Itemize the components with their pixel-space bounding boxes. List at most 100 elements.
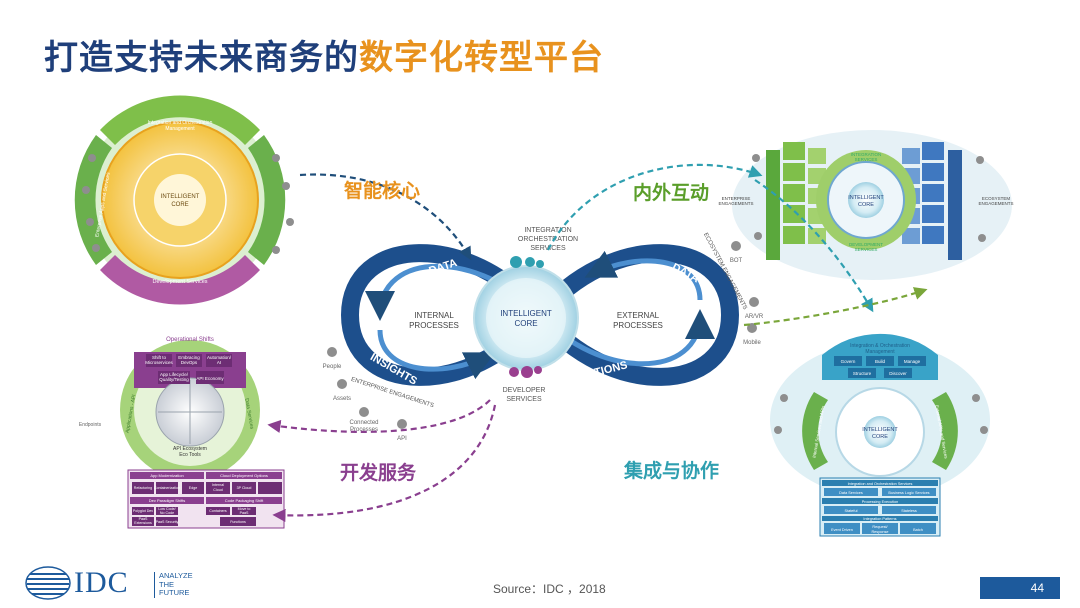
- loop-top-l2: ORCHESTRATION: [518, 236, 578, 243]
- source-note: Source：IDC ，2018: [493, 582, 606, 596]
- arvr-label: AR/VR: [745, 314, 764, 320]
- assets-label: Assets: [333, 396, 351, 402]
- br-row-8-l2: Response: [871, 530, 888, 534]
- tl-right-band: [248, 135, 286, 265]
- idc-brand: IDC: [74, 566, 129, 599]
- people-label: People: [323, 364, 342, 370]
- tl-core-l1: INTELLIGENT: [161, 194, 200, 200]
- br-row-1: Data Services: [839, 491, 863, 495]
- bl-cell-0: Refactoring: [134, 486, 152, 490]
- br-chip-0: Govern: [841, 359, 856, 364]
- tl-side-icons: [82, 154, 294, 254]
- connected-processes-icon: [359, 407, 369, 417]
- tr-left-l2: ENGAGEMENTS: [718, 201, 753, 206]
- bl-row0-right: Cloud Deployment Options: [220, 473, 268, 478]
- loop-core-l1: INTELLIGENT: [500, 309, 552, 318]
- br-row-8-l1: Request/: [872, 525, 888, 529]
- bl-chip-3-l1: App Lifecycle/: [160, 372, 189, 377]
- br-top-l2: Management: [865, 349, 895, 355]
- tr-core-l2: CORE: [858, 202, 874, 208]
- bl-chip-1-l2: DevOps: [181, 360, 198, 365]
- bl-cell-4: 3P Cloud: [237, 486, 252, 490]
- bl-core-l1: API Ecosystem: [173, 446, 207, 452]
- br-row-4: Stateful: [845, 509, 858, 513]
- tr-left-l1: ENTERPRISE: [722, 196, 751, 201]
- tl-left-band: [74, 135, 112, 265]
- svg-text:Request/Response: Request/Response: [871, 525, 888, 534]
- loop-left-l1: INTERNAL: [414, 311, 454, 320]
- bl-cell-5: Polyglot Dev: [133, 509, 153, 513]
- bl-cell-3-l2: Cloud: [213, 488, 222, 492]
- bl-right-label: Data Services: [243, 398, 254, 430]
- mobile-label: Mobile: [743, 340, 761, 346]
- br-chips: Govern Build Manage Structure Discover: [834, 356, 926, 378]
- tl-bottom-band: [100, 255, 260, 305]
- gear-icon-bottom: [509, 366, 542, 378]
- loop-top-l1: INTEGRATION: [524, 227, 571, 234]
- idc-tagline: ANALYZE THE FUTURE: [154, 571, 193, 598]
- assets-icon: [337, 379, 347, 389]
- br-row-7: Event Driven: [831, 528, 853, 532]
- title-part1: 打造支持未来商务的: [44, 38, 359, 78]
- bl-cell-6-l1: Low Code/: [158, 507, 175, 511]
- bl-cell-11: Functions: [230, 520, 246, 524]
- loop-bottom-l1: DEVELOPER: [503, 387, 546, 394]
- connected-label-l2: Processes: [350, 427, 378, 433]
- bl-cell-8-l1: Move to: [238, 507, 251, 511]
- arrow-to-bottom-right: [754, 179, 874, 313]
- loop-left-l2: PROCESSES: [409, 321, 459, 330]
- bl-top-label: Operational Shifts: [166, 337, 214, 343]
- tl-top-l2: Management: [165, 126, 195, 132]
- bl-cell-3-l1: Internal: [212, 483, 224, 487]
- br-row-9: Batch: [913, 528, 923, 532]
- bl-side-label: Endpoints: [79, 422, 102, 428]
- svg-text:Low Code/No Code: Low Code/No Code: [158, 507, 175, 515]
- tagline-line2: THE: [159, 579, 174, 589]
- page-title: 打造支持未来商务的数字化转型平台: [44, 30, 604, 79]
- br-chip-1: Build: [875, 359, 886, 364]
- loop-core-l2: CORE: [514, 319, 537, 328]
- br-bottom-panel: Integration and Orchestration Services D…: [819, 477, 941, 537]
- bl-chip-2-l2: AI: [217, 360, 221, 365]
- tr-left-panels: [766, 142, 826, 260]
- br-row-0: Integration and Orchestration Services: [848, 482, 913, 486]
- bl-bottom-panel: App Modernization Cloud Deployment Optio…: [127, 469, 285, 529]
- tr-right-l2: ENGAGEMENTS: [978, 201, 1013, 206]
- bl-cell-6-l2: No Code: [160, 511, 174, 515]
- bl-chip-3-l2: Quality/Testing: [159, 377, 189, 382]
- tr-core-l1: INTELLIGENT: [848, 195, 884, 201]
- svg-text:Automation/AI: Automation/AI: [207, 355, 232, 365]
- bl-chip-4: API Economy: [196, 376, 224, 381]
- bl-cell-9-l1: PaaS: [139, 517, 148, 521]
- br-row-5: Stateless: [901, 509, 917, 513]
- br-top-l1: Integration & Orchestration: [850, 343, 910, 349]
- arrow-to-bottom-left-1: [267, 399, 491, 433]
- br-row-6: Integration Patterns: [863, 517, 896, 521]
- tr-bottom-l2: SERVICES: [855, 247, 878, 252]
- bl-cell-9-l2: Extensions: [134, 521, 152, 525]
- tagline-line3: FUTURE: [159, 588, 190, 597]
- callout-intelligent-core: 智能核心: [344, 180, 421, 202]
- arrow-to-bottom-left-2: [272, 404, 497, 523]
- bot-label: BOT: [730, 258, 743, 264]
- bl-row1-left: Dev Paradigm Shifts: [149, 498, 185, 503]
- dashed-connectors: [267, 163, 928, 523]
- bl-chip-0-l2: Microservices: [145, 360, 173, 365]
